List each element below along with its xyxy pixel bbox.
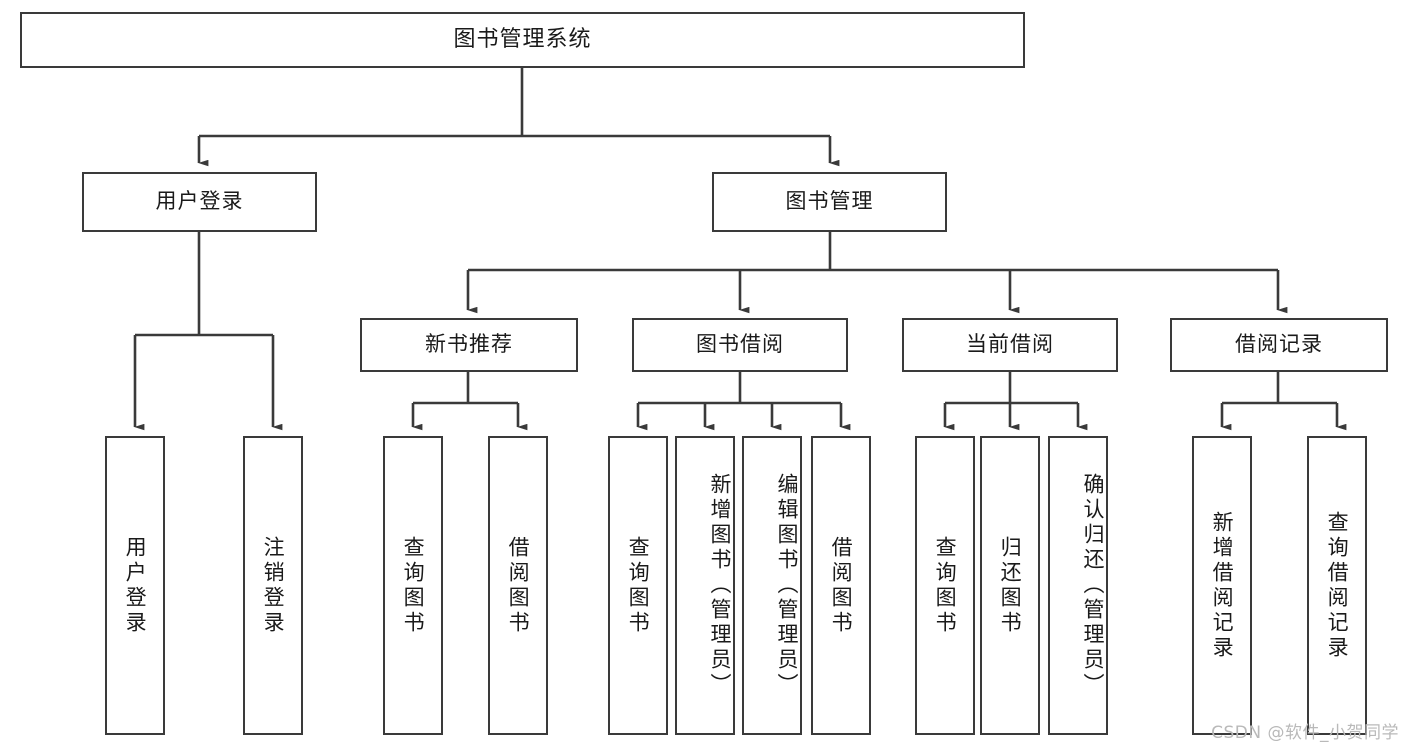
node-leaf-query-record[interactable]: 查询借阅记录	[1307, 436, 1367, 735]
node-root-label: 图书管理系统	[453, 26, 592, 52]
node-leaf-confirm-return-label: 确认归还（管理员）	[1081, 473, 1105, 698]
node-leaf-logout-login[interactable]: 注销登录	[243, 436, 303, 735]
node-leaf-return-book-label: 归还图书	[998, 535, 1023, 636]
node-leaf-logout-login-label: 注销登录	[261, 535, 286, 636]
node-leaf-add-record-label: 新增借阅记录	[1210, 510, 1235, 661]
node-borrow-record[interactable]: 借阅记录	[1170, 318, 1388, 372]
node-leaf-borrow-book-2-label: 借阅图书	[829, 535, 854, 636]
node-leaf-edit-book-label: 编辑图书（管理员）	[775, 473, 799, 698]
node-user-login-label: 用户登录	[155, 189, 244, 214]
node-leaf-query-book-3[interactable]: 查询图书	[915, 436, 975, 735]
node-borrow-record-label: 借阅记录	[1235, 332, 1323, 357]
node-new-book-rec[interactable]: 新书推荐	[360, 318, 578, 372]
node-book-manage[interactable]: 图书管理	[712, 172, 947, 232]
node-leaf-query-book-2[interactable]: 查询图书	[608, 436, 668, 735]
node-current-borrow-label: 当前借阅	[966, 332, 1054, 357]
node-root[interactable]: 图书管理系统	[20, 12, 1025, 68]
node-leaf-add-book-label: 新增图书（管理员）	[708, 473, 732, 698]
node-leaf-query-book-3-label: 查询图书	[933, 535, 958, 636]
node-leaf-borrow-book-1-label: 借阅图书	[506, 535, 531, 636]
node-leaf-edit-book[interactable]: 编辑图书（管理员）	[742, 436, 802, 735]
node-leaf-borrow-book-1[interactable]: 借阅图书	[488, 436, 548, 735]
node-leaf-user-login[interactable]: 用户登录	[105, 436, 165, 735]
node-leaf-user-login-label: 用户登录	[123, 535, 148, 636]
node-current-borrow[interactable]: 当前借阅	[902, 318, 1118, 372]
node-leaf-query-record-label: 查询借阅记录	[1325, 510, 1350, 661]
node-leaf-borrow-book-2[interactable]: 借阅图书	[811, 436, 871, 735]
node-leaf-query-book-1-label: 查询图书	[401, 535, 426, 636]
node-new-book-rec-label: 新书推荐	[425, 332, 513, 357]
node-book-borrow-label: 图书借阅	[696, 332, 784, 357]
csdn-watermark: CSDN @软件_小贺同学	[1211, 723, 1399, 743]
node-leaf-query-book-1[interactable]: 查询图书	[383, 436, 443, 735]
node-book-manage-label: 图书管理	[785, 189, 874, 214]
node-leaf-return-book[interactable]: 归还图书	[980, 436, 1040, 735]
node-leaf-add-record[interactable]: 新增借阅记录	[1192, 436, 1252, 735]
node-leaf-confirm-return[interactable]: 确认归还（管理员）	[1048, 436, 1108, 735]
node-leaf-add-book[interactable]: 新增图书（管理员）	[675, 436, 735, 735]
node-user-login[interactable]: 用户登录	[82, 172, 317, 232]
node-leaf-query-book-2-label: 查询图书	[626, 535, 651, 636]
node-book-borrow[interactable]: 图书借阅	[632, 318, 848, 372]
